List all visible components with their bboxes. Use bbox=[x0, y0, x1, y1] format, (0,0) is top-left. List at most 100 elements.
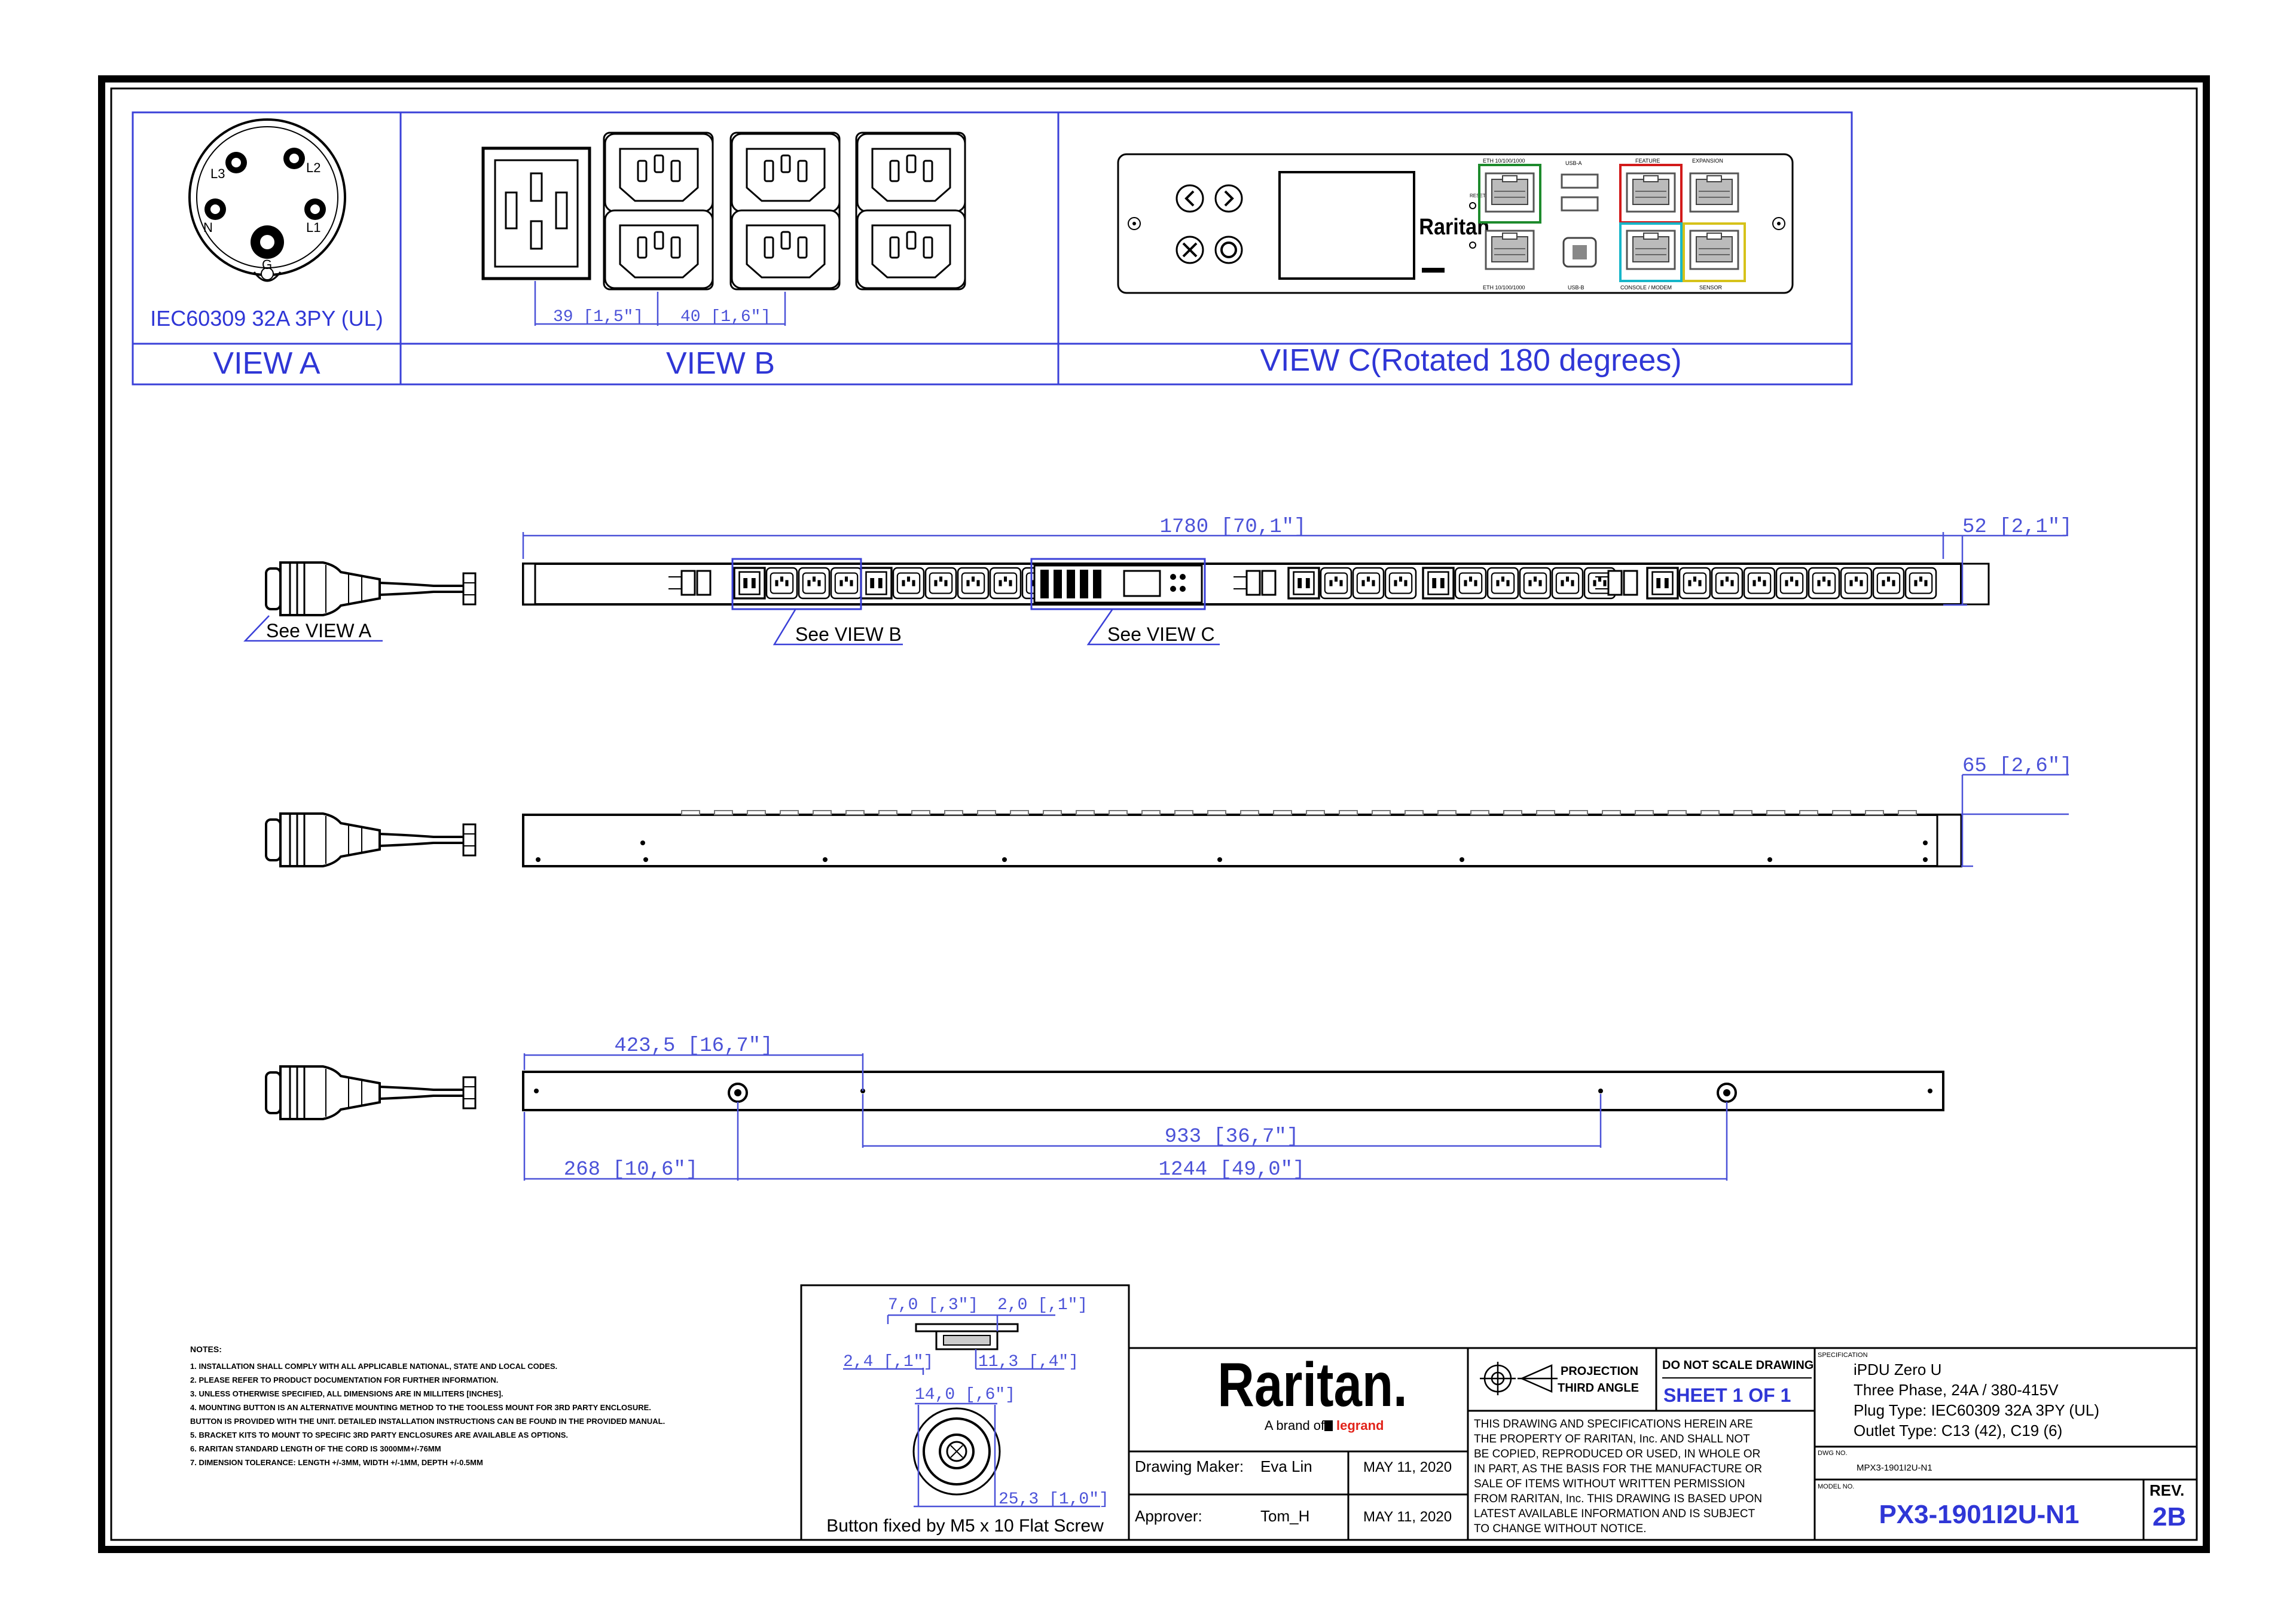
port-label-usba: USB-A bbox=[1565, 160, 1582, 166]
side-outlet-tick bbox=[1503, 810, 1522, 815]
svg-text:THE PROPERTY OF RARITAN, Inc.: THE PROPERTY OF RARITAN, Inc. AND SHALL … bbox=[1474, 1433, 1750, 1445]
rev-value: 2B bbox=[2152, 1502, 2186, 1532]
width-dim: 52 [2,1"] bbox=[1962, 516, 2072, 539]
views-panel: L3 L2 N L1 G IEC60309 32A 3PY (UL) VIEW … bbox=[132, 111, 1853, 386]
side-outlet-tick bbox=[1273, 810, 1292, 815]
btn-dim-14: 14,0 [,6"] bbox=[915, 1386, 1015, 1404]
back-view: 423,5 [16,7"] 933 [36,7"] 268 [10,6"] 12… bbox=[265, 1035, 1944, 1181]
side-outlet-tick bbox=[878, 810, 897, 815]
projection-1: PROJECTION bbox=[1561, 1365, 1638, 1378]
side-view: 65 [2,6"] bbox=[265, 755, 2072, 867]
c13-outlet-icon bbox=[1743, 567, 1776, 600]
side-outlet-tick bbox=[944, 810, 963, 815]
brand-logo: Raritan. bbox=[1217, 1350, 1407, 1420]
c13-outlet-icon bbox=[1678, 567, 1711, 600]
c13-outlet-icon bbox=[1352, 567, 1385, 600]
c13-outlet-icon bbox=[924, 567, 957, 600]
see-view-b: See VIEW B bbox=[795, 623, 902, 645]
button-detail: 7,0 [,3"] 2,0 [,1"] 2,4 [,1"] 11,3 [,4"]… bbox=[800, 1284, 1130, 1541]
c13-outlet-icon bbox=[1454, 567, 1487, 600]
svg-text:FROM RARITAN, Inc. THIS DRAWIN: FROM RARITAN, Inc. THIS DRAWING IS BASED… bbox=[1474, 1493, 1762, 1505]
c13-outlet-icon bbox=[830, 567, 863, 600]
c19-outlet-icon bbox=[1287, 567, 1320, 600]
port-label-expansion: EXPANSION bbox=[1692, 158, 1723, 164]
front-view: See VIEW A See VIEW B See VIEW C 1780 [7… bbox=[243, 516, 2072, 646]
maker-name: Eva Lin bbox=[1260, 1457, 1312, 1475]
view-a-title: VIEW A bbox=[213, 346, 320, 381]
c13-outlet-icon bbox=[798, 567, 831, 600]
port-label-console: CONSOLE / MODEM bbox=[1620, 285, 1672, 291]
btn-dim-253: 25,3 [1,0"] bbox=[999, 1490, 1109, 1509]
model-number: PX3-1901I2U-N1 bbox=[1879, 1500, 2079, 1529]
side-outlet-tick bbox=[1733, 810, 1752, 815]
sheet-frame-outer bbox=[98, 75, 2210, 1553]
side-outlet-tick bbox=[977, 810, 996, 815]
c13-outlet-icon bbox=[1519, 567, 1552, 600]
view-c-brand: Raritan bbox=[1419, 213, 1489, 239]
note-2: 2. PLEASE REFER TO PRODUCT DOCUMENTATION… bbox=[190, 1376, 498, 1384]
btn-dim-7: 7,0 [,3"] bbox=[888, 1296, 978, 1315]
see-view-c: See VIEW C bbox=[1107, 623, 1215, 645]
svg-text:TO CHANGE WITHOUT NOTICE.: TO CHANGE WITHOUT NOTICE. bbox=[1474, 1523, 1647, 1535]
svg-text:IN PART, AS THE BASIS FOR THE: IN PART, AS THE BASIS FOR THE MANUFACTUR… bbox=[1474, 1463, 1762, 1475]
note-3: 3. UNLESS OTHERWISE SPECIFIED, ALL DIMEN… bbox=[190, 1389, 503, 1398]
side-outlet-tick bbox=[1405, 810, 1424, 815]
legrand-icon bbox=[1324, 1420, 1333, 1431]
side-outlet-tick bbox=[1668, 810, 1687, 815]
length-dim: 1780 [70,1"] bbox=[1160, 516, 1306, 539]
rev-label: REV. bbox=[2150, 1481, 2184, 1499]
side-outlet-tick bbox=[1569, 810, 1588, 815]
view-b-dim-1: 39 [1,5"] bbox=[553, 308, 643, 326]
depth-dim: 65 [2,6"] bbox=[1962, 755, 2072, 778]
c13-outlet-icon bbox=[1840, 567, 1873, 600]
pin-label-l3: L3 bbox=[210, 166, 225, 181]
note-4: 4. MOUNTING BUTTON IS AN ALTERNATIVE MOU… bbox=[190, 1403, 651, 1412]
c13-outlet-icon bbox=[989, 567, 1022, 600]
c19-outlet-icon bbox=[733, 567, 766, 600]
spec-label: SPECIFICATION bbox=[1818, 1352, 1868, 1359]
model-label: MODEL NO. bbox=[1818, 1483, 1854, 1490]
note-1: 1. INSTALLATION SHALL COMPLY WITH ALL AP… bbox=[190, 1362, 557, 1371]
notes: NOTES: 1. INSTALLATION SHALL COMPLY WITH… bbox=[190, 1344, 665, 1467]
title-block: Raritan. A brand of legrand Drawing Make… bbox=[1128, 1347, 2198, 1541]
view-b-dim-2: 40 [1,6"] bbox=[680, 308, 771, 326]
c13-outlet-icon bbox=[1320, 567, 1352, 600]
c19-outlet-icon bbox=[860, 567, 893, 600]
c19-outlet-icon bbox=[1422, 567, 1455, 600]
pin-label-l2: L2 bbox=[306, 160, 320, 175]
pin-label-n: N bbox=[203, 220, 213, 235]
side-outlet-tick bbox=[1010, 810, 1029, 815]
view-c: Raritan RESET ETH 10/100/1000 USB-A FEAT… bbox=[1117, 153, 1794, 378]
side-outlet-tick bbox=[813, 810, 832, 815]
port-label-eth-top: ETH 10/100/1000 bbox=[1483, 158, 1525, 164]
side-outlet-tick bbox=[1372, 810, 1391, 815]
side-holes bbox=[536, 840, 1928, 862]
side-outlet-tick bbox=[1536, 810, 1555, 815]
btn-dim-113: 11,3 [,4"] bbox=[978, 1353, 1079, 1371]
side-outlet-tick bbox=[1635, 810, 1654, 815]
side-outlet-tick bbox=[1700, 810, 1720, 815]
view-b: 39 [1,5"] 40 [1,6"] VIEW B bbox=[481, 132, 966, 381]
maker-label: Drawing Maker: bbox=[1135, 1457, 1244, 1475]
svg-text:LATEST AVAILABLE INFORMATION A: LATEST AVAILABLE INFORMATION AND IS SUBJ… bbox=[1474, 1508, 1755, 1520]
no-scale: DO NOT SCALE DRAWING bbox=[1662, 1359, 1813, 1372]
dwg-number: MPX3-1901I2U-N1 bbox=[1857, 1463, 1932, 1473]
c13-outlet-icon bbox=[765, 567, 798, 600]
side-outlet-tick bbox=[1602, 810, 1621, 815]
spec-line-3: Plug Type: IEC60309 32A 3PY (UL) bbox=[1854, 1401, 2099, 1419]
front-outlet-row bbox=[733, 567, 1937, 600]
approver-label: Approver: bbox=[1135, 1507, 1202, 1525]
view-a: L3 L2 N L1 G IEC60309 32A 3PY (UL) VIEW … bbox=[150, 118, 383, 381]
note-4b: BUTTON IS PROVIDED WITH THE UNIT. DETAIL… bbox=[190, 1417, 665, 1426]
note-7: 7. DIMENSION TOLERANCE: LENGTH +/-3MM, W… bbox=[190, 1458, 483, 1467]
side-outlet-tick bbox=[780, 810, 799, 815]
dim-933: 933 [36,7"] bbox=[1165, 1126, 1299, 1148]
side-outlet-tick bbox=[1470, 810, 1489, 815]
svg-text:BE COPIED, REPRODUCED OR USED,: BE COPIED, REPRODUCED OR USED, IN WHOLE … bbox=[1474, 1448, 1760, 1460]
c13-outlet-icon bbox=[1872, 567, 1905, 600]
dim-268: 268 [10,6"] bbox=[564, 1159, 698, 1181]
side-outlet-tick bbox=[1109, 810, 1128, 815]
c13-outlet-icon bbox=[1808, 567, 1840, 600]
spec-line-1: iPDU Zero U bbox=[1854, 1361, 1941, 1379]
